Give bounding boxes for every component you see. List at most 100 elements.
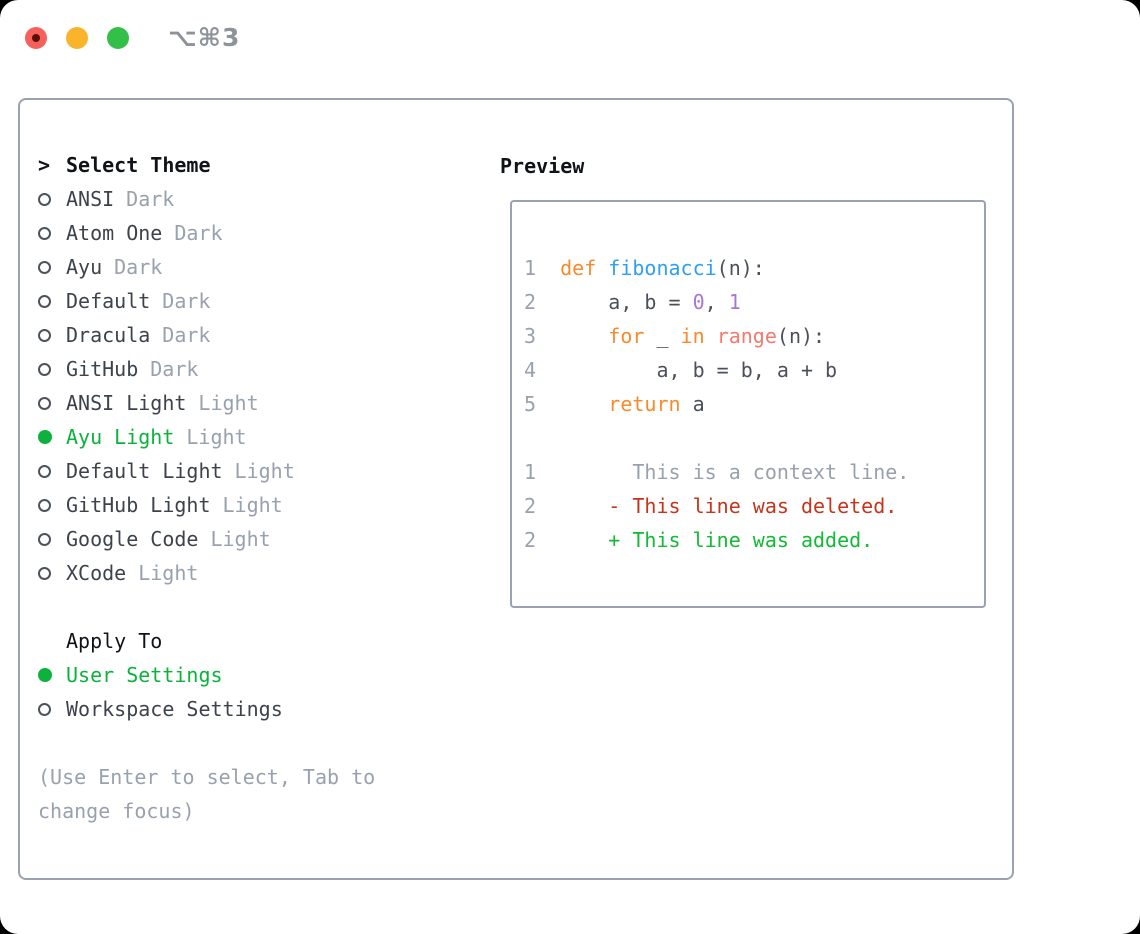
- line-number: 2: [524, 528, 561, 552]
- theme-variant-label: Light: [234, 459, 295, 483]
- theme-option-atom-one-dark[interactable]: Atom One Dark: [38, 216, 418, 250]
- theme-variant-label: Dark: [150, 357, 199, 381]
- radio-icon: [38, 328, 51, 342]
- code-token: return: [608, 392, 681, 416]
- line-number: 2: [524, 290, 561, 314]
- theme-option-default-light-light[interactable]: Default Light Light: [38, 454, 418, 488]
- code-token: [596, 256, 608, 280]
- radio-marker: [38, 702, 66, 716]
- apply-to-title: Apply To: [66, 629, 163, 653]
- select-theme-title: Select Theme: [66, 153, 211, 177]
- theme-variant-label: Dark: [126, 187, 175, 211]
- code-line: 1 def fibonacci(n):: [524, 251, 972, 285]
- line-number: 4: [524, 358, 561, 382]
- theme-option-default-dark[interactable]: Default Dark: [38, 284, 418, 318]
- radio-marker: [38, 362, 66, 376]
- theme-option-github-light-light[interactable]: GitHub Light Light: [38, 488, 418, 522]
- code-token: fibonacci: [608, 256, 717, 280]
- theme-name: Google Code: [66, 527, 199, 551]
- code-token: for: [608, 324, 645, 348]
- code-line: 2 - This line was deleted.: [524, 489, 972, 523]
- window-titlebar: ⌥⌘3: [0, 0, 1140, 70]
- theme-name: Default Light: [66, 459, 223, 483]
- theme-option-ayu-light-light[interactable]: Ayu Light Light: [38, 420, 418, 454]
- code-token: [705, 324, 717, 348]
- theme-name: Ayu Light: [66, 425, 175, 449]
- theme-name: Dracula: [66, 323, 151, 347]
- theme-selector-panel: > Select Theme ANSI Dark Atom One Dark A…: [18, 98, 1014, 880]
- close-button[interactable]: [25, 27, 47, 49]
- theme-variant-label: Light: [186, 425, 247, 449]
- select-theme-header: > Select Theme: [38, 148, 418, 182]
- theme-variant-label: Light: [222, 493, 283, 517]
- theme-option-ansi-light-light[interactable]: ANSI Light Light: [38, 386, 418, 420]
- option-label: Workspace Settings: [66, 697, 283, 721]
- radio-icon: [38, 294, 51, 308]
- theme-variant-label: Light: [210, 527, 271, 551]
- close-dot-icon: [32, 34, 40, 42]
- code-token: This is a context line.: [560, 460, 910, 484]
- apply-to-option-user-settings[interactable]: User Settings: [38, 658, 418, 692]
- radio-marker: [38, 328, 66, 342]
- code-line: [524, 421, 972, 455]
- code-token: def: [560, 256, 597, 280]
- line-number: 1: [524, 460, 561, 484]
- radio-icon: [38, 498, 51, 512]
- code-token: range: [716, 324, 777, 348]
- radio-marker: [38, 260, 66, 274]
- theme-variant-label: Dark: [162, 323, 211, 347]
- theme-option-dracula-dark[interactable]: Dracula Dark: [38, 318, 418, 352]
- radio-icon: [38, 464, 51, 478]
- code-token: a, b = b, a + b: [560, 358, 838, 382]
- line-number: 5: [524, 392, 561, 416]
- radio-icon: [38, 226, 51, 240]
- spacer: [38, 590, 418, 624]
- code-line: 5 return a: [524, 387, 972, 421]
- radio-icon: [38, 430, 52, 444]
- radio-marker: [38, 430, 66, 444]
- radio-icon: [38, 532, 51, 546]
- theme-option-google-code-light[interactable]: Google Code Light: [38, 522, 418, 556]
- zoom-button[interactable]: [107, 27, 129, 49]
- theme-variant-label: Light: [198, 391, 259, 415]
- minimize-button[interactable]: [66, 27, 88, 49]
- theme-name: ANSI Light: [66, 391, 187, 415]
- code-token: (n):: [716, 256, 765, 280]
- theme-name: GitHub Light: [66, 493, 211, 517]
- radio-marker: [38, 498, 66, 512]
- code-line: 2 + This line was added.: [524, 523, 972, 557]
- theme-option-xcode-light[interactable]: XCode Light: [38, 556, 418, 590]
- code-token: in: [680, 324, 705, 348]
- theme-variant-label: Dark: [162, 289, 211, 313]
- code-token: ,: [704, 290, 729, 314]
- theme-name: GitHub: [66, 357, 139, 381]
- apply-to-option-workspace-settings[interactable]: Workspace Settings: [38, 692, 418, 726]
- theme-option-ayu-dark[interactable]: Ayu Dark: [38, 250, 418, 284]
- preview-header: Preview: [500, 149, 986, 183]
- radio-icon: [38, 668, 52, 682]
- prompt-icon: >: [38, 153, 51, 177]
- radio-icon: [38, 192, 51, 206]
- radio-marker: [38, 668, 66, 682]
- theme-option-github-dark[interactable]: GitHub Dark: [38, 352, 418, 386]
- line-number: 3: [524, 324, 561, 348]
- code-line: 2 a, b = 0, 1: [524, 285, 972, 319]
- radio-marker: [38, 192, 66, 206]
- theme-option-ansi-dark[interactable]: ANSI Dark: [38, 182, 418, 216]
- radio-marker: [38, 464, 66, 478]
- help-text: (Use Enter to select, Tab to change focu…: [38, 765, 376, 823]
- theme-name: XCode: [66, 561, 127, 585]
- theme-variant-label: Light: [138, 561, 199, 585]
- theme-name: Ayu: [66, 255, 103, 279]
- preview-title: Preview: [500, 154, 585, 178]
- radio-marker: [38, 566, 66, 580]
- theme-list: ANSI Dark Atom One Dark Ayu Dark Default…: [38, 182, 418, 590]
- code-token: [560, 324, 608, 348]
- code-token: 1: [728, 290, 741, 314]
- code-token: 0: [692, 290, 705, 314]
- code-line: 3 for _ in range(n):: [524, 319, 972, 353]
- radio-marker: [38, 226, 66, 240]
